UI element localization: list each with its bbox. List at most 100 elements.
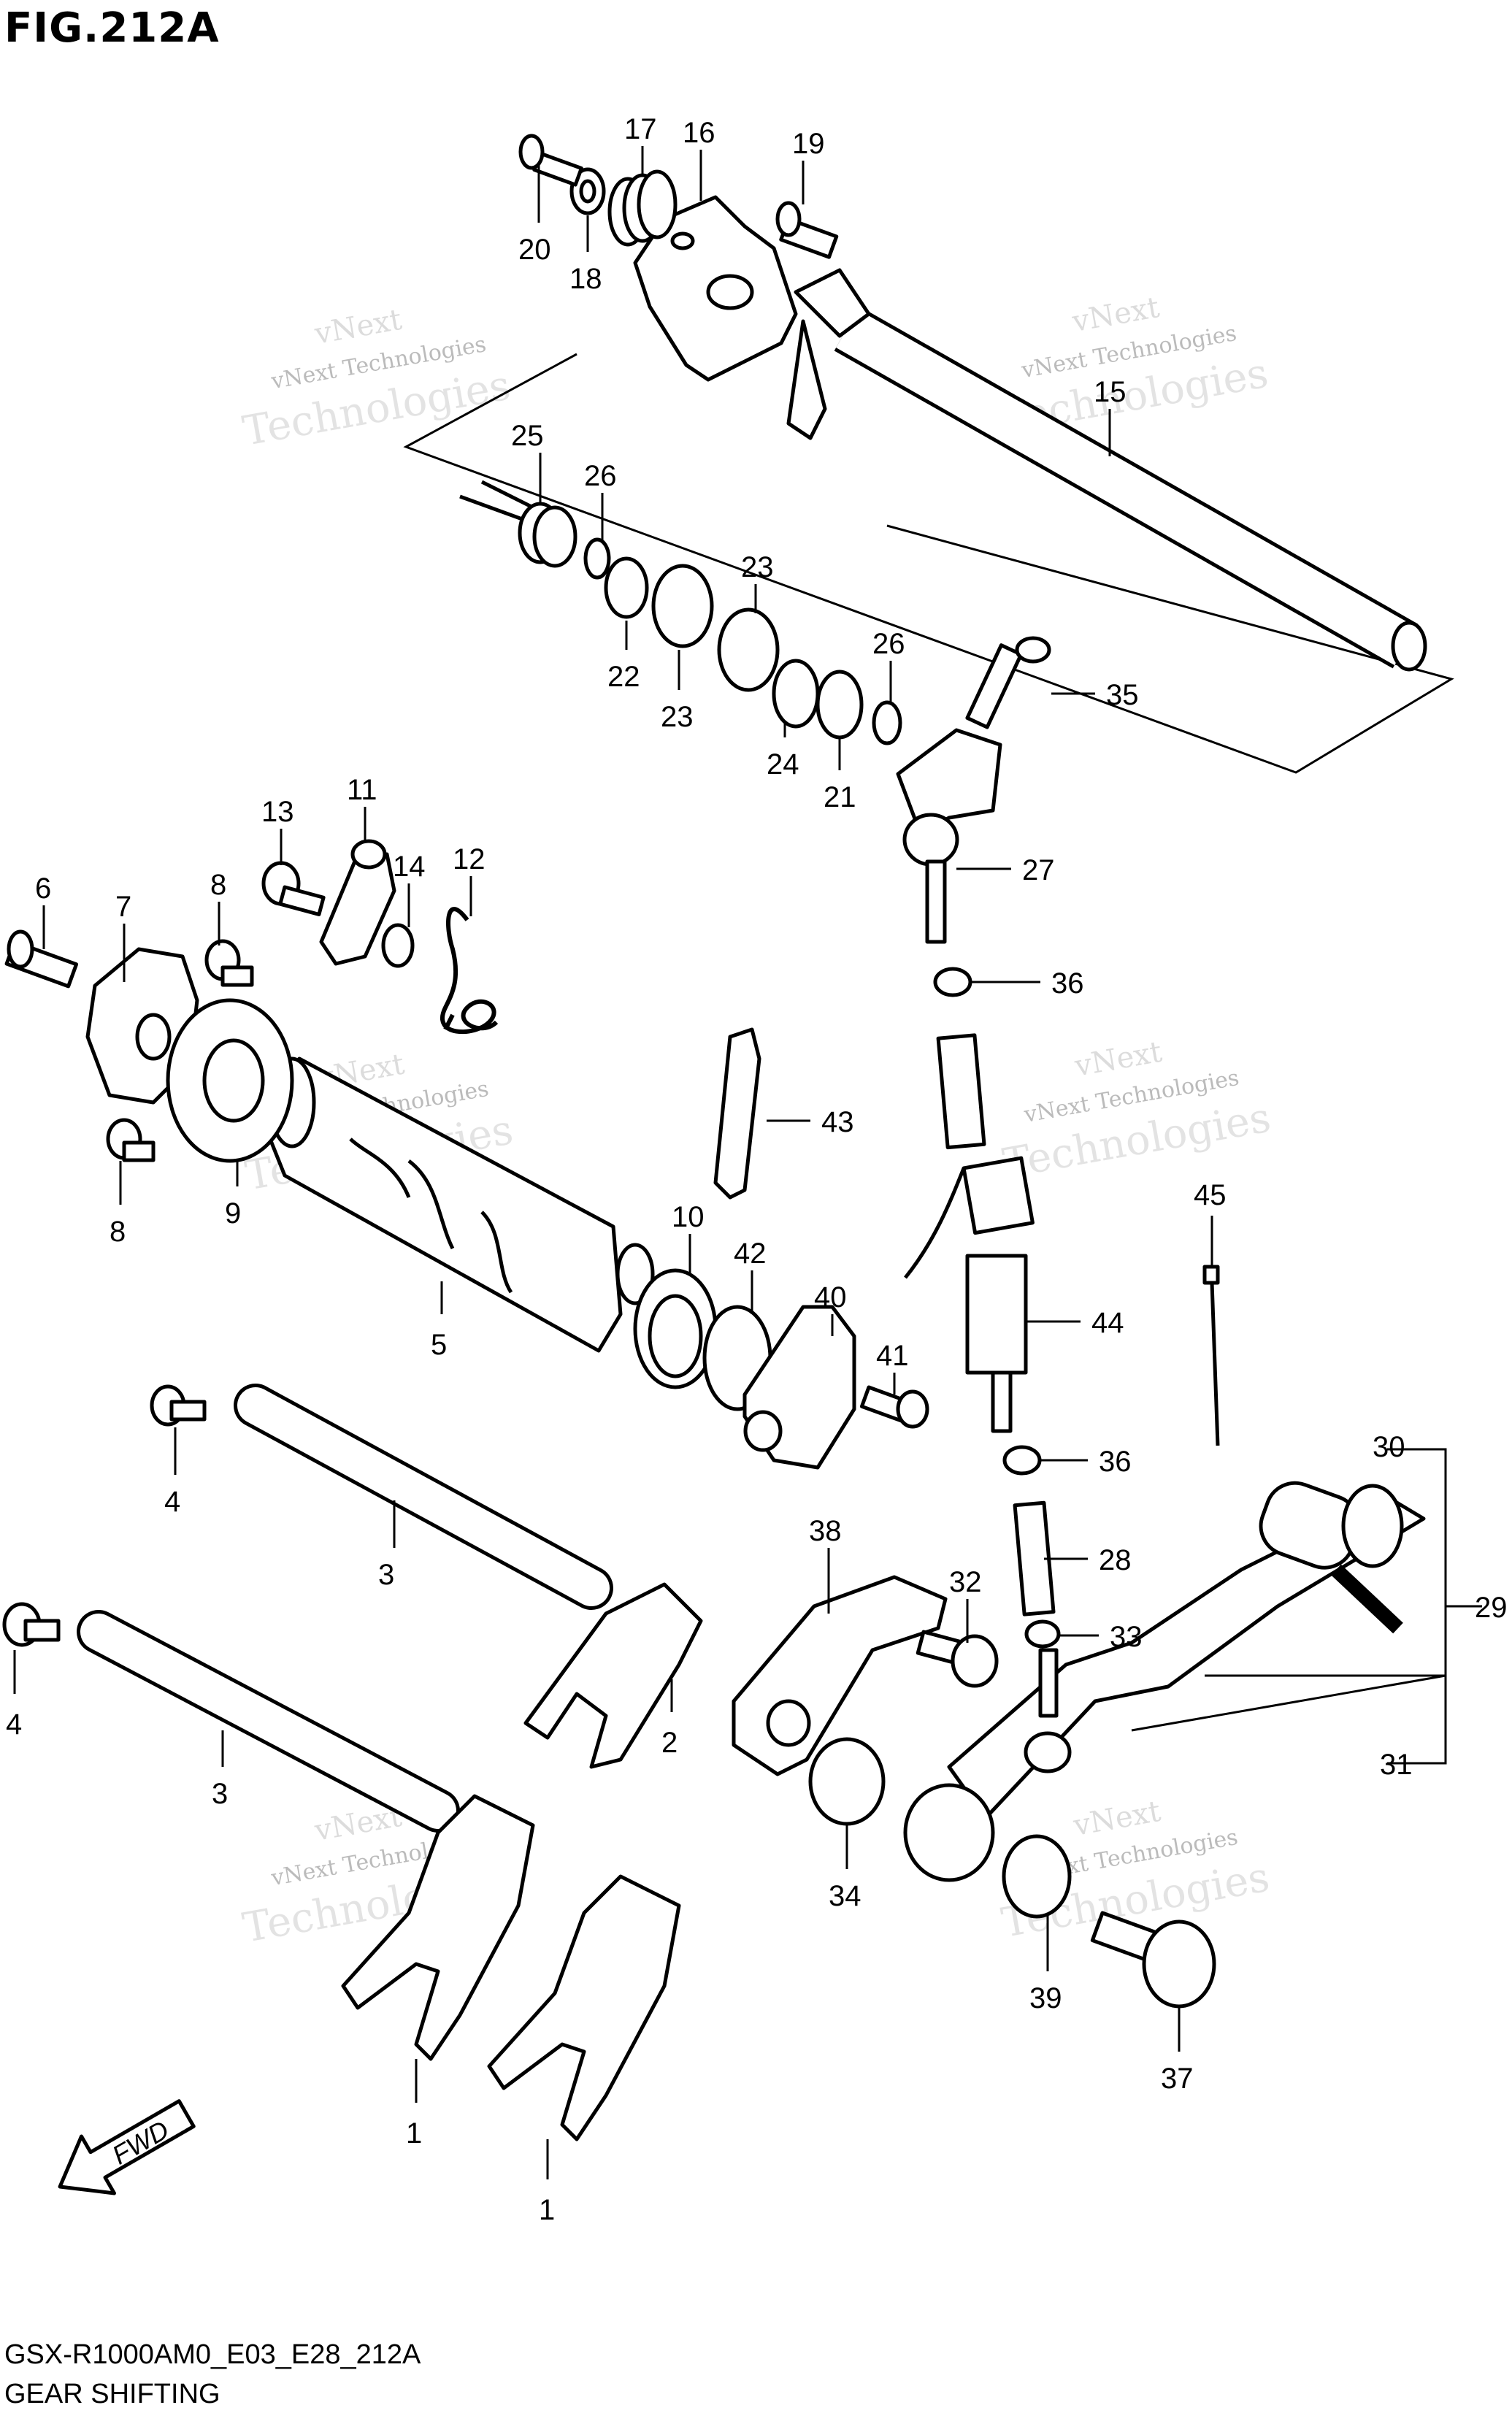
- shift-rod: [1013, 1500, 1056, 1616]
- callout-35: 35: [1106, 679, 1139, 711]
- bearing-inner: [648, 1294, 703, 1378]
- callout-23: 23: [741, 551, 774, 583]
- washer: [808, 1737, 886, 1826]
- figure-title: FIG.212A: [4, 4, 220, 52]
- callout-39: 39: [1029, 1982, 1062, 2014]
- bolt: [150, 1384, 207, 1427]
- callout-18: 18: [569, 263, 602, 295]
- callout-20: 20: [518, 234, 551, 266]
- callout-3: 3: [212, 1778, 228, 1810]
- callout-17: 17: [624, 113, 657, 145]
- washer: [381, 923, 415, 968]
- callout-40: 40: [814, 1281, 847, 1313]
- gear-shift-fork: [523, 1582, 703, 1769]
- watermark-group: vNext Technologies vNext Technologies: [239, 303, 514, 456]
- callout-29: 29: [1475, 1592, 1508, 1624]
- callout-leaders: [13, 146, 1424, 2179]
- pivot-bolt: [1090, 1911, 1216, 2009]
- callout-24: 24: [767, 748, 799, 780]
- callout-36: 36: [1099, 1446, 1132, 1478]
- ball-joint-rod: [925, 859, 947, 944]
- watermark-text: vNext: [1070, 1795, 1163, 1843]
- washer: [816, 670, 864, 740]
- shift-arm: [896, 728, 1002, 835]
- callout-9: 9: [225, 1197, 241, 1230]
- circlip: [872, 700, 902, 745]
- callout-3: 3: [378, 1559, 394, 1591]
- bearing-inner: [202, 1038, 265, 1123]
- lever-pivot: [903, 1783, 995, 1882]
- callout-33: 33: [1110, 1621, 1143, 1653]
- cable-tie: [1202, 1265, 1220, 1446]
- washer: [604, 556, 649, 619]
- bolt: [775, 201, 839, 259]
- callout-32: 32: [949, 1566, 982, 1598]
- callout-25: 25: [511, 420, 544, 452]
- lever-ball-stud: [1038, 1648, 1059, 1718]
- watermark-group: vNext Technologies vNext Technologies: [999, 1035, 1274, 1188]
- gear-shift-rod-sensor: [904, 1033, 1035, 1433]
- shift-shaft: [786, 268, 1427, 672]
- callout-23: 23: [661, 701, 694, 733]
- shift-pedal-rubber: [1259, 1481, 1404, 1634]
- gear-shift-fork-shaft: [234, 1384, 613, 1610]
- callout-2: 2: [661, 1727, 678, 1759]
- gear-shift-cam-drum: [268, 1056, 623, 1353]
- circlip: [583, 537, 611, 580]
- nut: [933, 967, 972, 997]
- watermark-text: vNext: [312, 303, 404, 351]
- link-hole: [766, 1699, 811, 1747]
- cam-drum-shaft-end: [615, 1243, 655, 1305]
- callout-14: 14: [393, 851, 426, 883]
- callout-15: 15: [1094, 376, 1127, 408]
- shift-spring: [459, 480, 577, 568]
- callout-8: 8: [110, 1216, 126, 1248]
- watermark-text: vNext: [1072, 1035, 1164, 1083]
- wire-clamp: [713, 1027, 761, 1200]
- callout-30: 30: [1373, 1431, 1405, 1463]
- bolt: [106, 1118, 156, 1162]
- callout-labels: 1 1 2 3 3 4 4 5 6 7 8 8 9 10 11 12 13 14…: [6, 113, 1508, 2226]
- cam-plate-hole: [706, 274, 754, 310]
- bolt: [2, 1602, 61, 1647]
- callout-bracket-29-31: [1424, 1448, 1482, 1765]
- callout-26: 26: [872, 628, 905, 660]
- nut: [1002, 1445, 1042, 1476]
- callout-1: 1: [539, 2194, 555, 2226]
- bolt: [965, 636, 1051, 729]
- bolt: [261, 861, 326, 916]
- watermark-text: vNext: [1069, 291, 1162, 339]
- gear-shift-cam-stopper-arm: [319, 852, 396, 966]
- bolt: [518, 134, 583, 187]
- callout-42: 42: [734, 1238, 767, 1270]
- callout-19: 19: [792, 128, 825, 160]
- cam-drum-groove: [349, 1138, 513, 1294]
- callout-6: 6: [35, 872, 51, 905]
- callout-8: 8: [210, 869, 226, 901]
- callout-13: 13: [261, 796, 294, 828]
- callout-44: 44: [1091, 1307, 1124, 1339]
- callout-28: 28: [1099, 1544, 1132, 1576]
- lever-ball-joint: [1024, 1731, 1072, 1773]
- callout-22: 22: [607, 661, 640, 693]
- callout-4: 4: [164, 1486, 180, 1518]
- gear-shift-fork-shaft: [77, 1610, 460, 1833]
- callout-21: 21: [824, 781, 856, 813]
- callout-36: 36: [1051, 967, 1084, 1000]
- callout-16: 16: [683, 117, 715, 149]
- sensor-boss: [743, 1410, 783, 1452]
- shift-shaft-assembly-outline: [403, 353, 1454, 774]
- callout-7: 7: [115, 891, 131, 923]
- figure-code: GSX-R1000AM0_E03_E28_212A: [4, 2339, 421, 2370]
- washer-hole: [579, 179, 596, 204]
- callout-26: 26: [584, 460, 617, 492]
- gear-shift-fork: [487, 1874, 681, 2141]
- stopper-spring: [440, 907, 499, 1035]
- callout-10: 10: [672, 1201, 705, 1233]
- callout-45: 45: [1194, 1179, 1227, 1211]
- stopper-plate-hole: [135, 1013, 172, 1061]
- cam-plate-hole: [670, 231, 695, 250]
- callout-31: 31: [1380, 1749, 1413, 1781]
